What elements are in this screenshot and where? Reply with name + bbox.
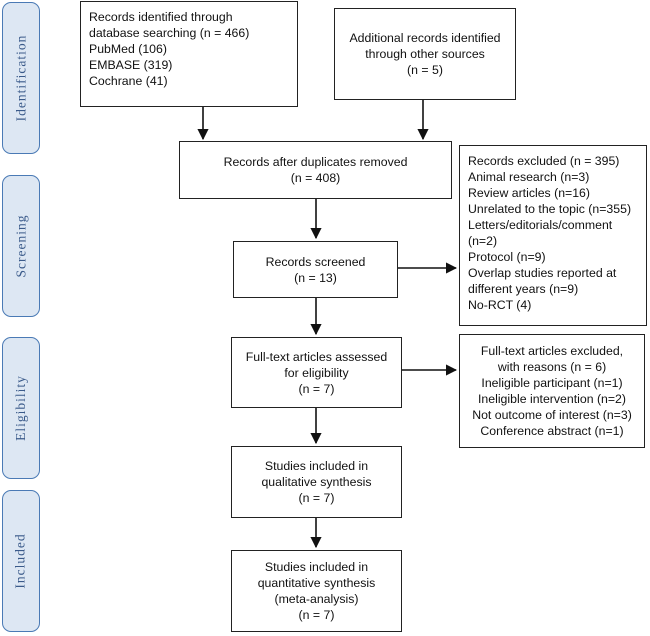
box-line: Records identified through [89, 10, 233, 24]
box-line: Not outcome of interest (n=3) [472, 408, 632, 422]
box-line: PubMed (106) [89, 42, 167, 56]
box-qualitative-synthesis: Studies included in qualitative synthesi… [231, 446, 402, 518]
box-line: Records after duplicates removed [223, 155, 408, 169]
box-line: (meta-analysis) [274, 592, 359, 606]
box-line: different years (n=9) [468, 282, 579, 296]
box-records-screened: Records screened (n = 13) [233, 241, 398, 298]
box-other-sources: Additional records identified through ot… [334, 8, 516, 100]
box-line: Studies included in [264, 459, 369, 473]
box-line: through other sources [365, 47, 485, 61]
box-line: with reasons (n = 6) [497, 360, 607, 374]
box-line: Full-text articles excluded, [480, 344, 624, 358]
box-line: (n = 5) [407, 63, 443, 77]
box-line: Ineligible participant (n=1) [481, 376, 623, 390]
box-line: Unrelated to the topic (n=355) [468, 202, 632, 216]
box-line: Overlap studies reported at [468, 266, 617, 280]
box-line: Ineligible intervention (n=2) [478, 392, 626, 406]
phase-included: Included [2, 490, 40, 632]
box-fulltext-assessed: Full-text articles assessed for eligibil… [231, 337, 402, 408]
box-line: database searching (n = 466) [89, 26, 250, 40]
box-line: (n = 7) [298, 608, 335, 622]
phase-screening: Screening [2, 175, 40, 317]
box-line: (n = 13) [294, 270, 337, 285]
box-line: No-RCT (4) [468, 298, 532, 312]
phase-eligibility: Eligibility [2, 337, 40, 479]
box-line: Review articles (n=16) [468, 186, 590, 200]
box-line: EMBASE (319) [89, 58, 173, 72]
box-line: Studies included in [264, 560, 369, 574]
box-after-duplicates: Records after duplicates removed (n = 40… [179, 141, 452, 199]
box-line: Records screened [265, 254, 366, 269]
box-line: (n=2) [468, 234, 498, 248]
box-line: Conference abstract (n=1) [480, 424, 624, 438]
box-line: (n = 7) [298, 381, 335, 396]
phase-identification: Identification [2, 2, 40, 154]
box-line: (n = 408) [290, 171, 341, 185]
box-fulltext-excluded: Full-text articles excluded, with reason… [459, 334, 645, 448]
box-line: Animal research (n=3) [468, 170, 590, 184]
box-quantitative-synthesis: Studies included in quantitative synthes… [231, 550, 402, 632]
box-line: Full-text articles assessed [245, 349, 388, 364]
box-line: Cochrane (41) [89, 74, 168, 88]
box-records-excluded: Records excluded (n = 395) Animal resear… [459, 145, 647, 326]
box-database-records: Records identified through database sear… [80, 1, 298, 107]
box-line: Protocol (n=9) [468, 250, 546, 264]
box-line: Letters/editorials/comment [468, 218, 613, 232]
box-line: for eligibility [284, 365, 349, 380]
box-line: quantitative synthesis [257, 576, 376, 590]
box-line: Records excluded (n = 395) [468, 154, 620, 168]
box-line: Additional records identified [349, 31, 501, 45]
box-line: (n = 7) [298, 491, 335, 505]
box-line: qualitative synthesis [261, 475, 372, 489]
